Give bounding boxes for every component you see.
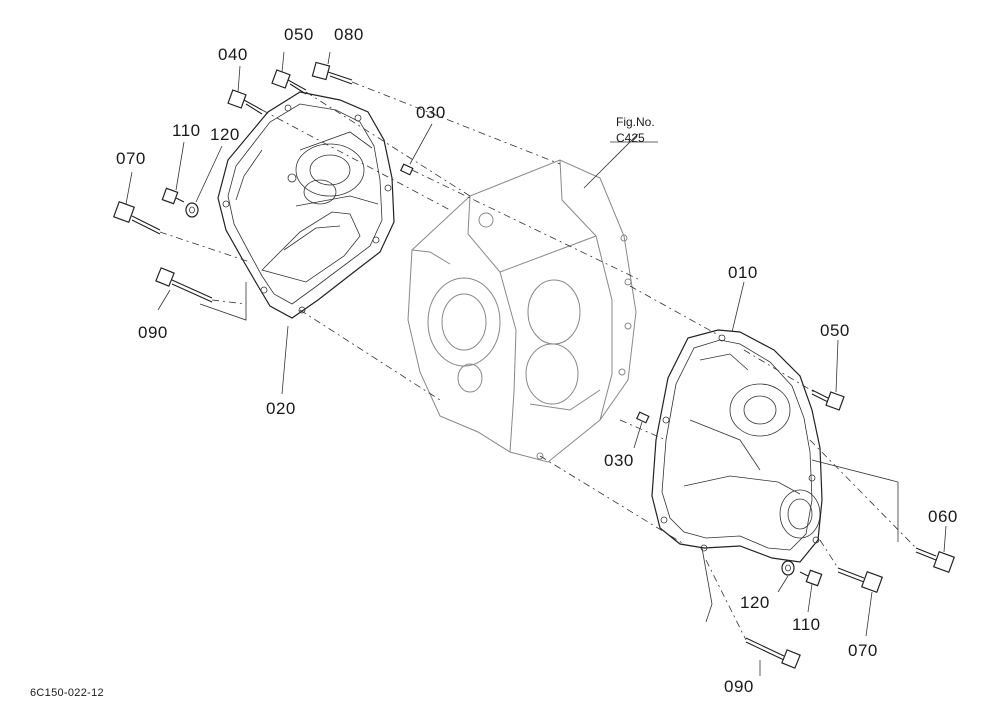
callout-060: 060 [928, 507, 958, 526]
callout-050-right: 050 [820, 321, 850, 340]
bolt-090-right [745, 637, 801, 669]
bolt-050-left [271, 69, 307, 95]
callout-080: 080 [334, 25, 364, 44]
pin-030-top [399, 163, 414, 176]
bolt-110-right [799, 569, 823, 587]
center-lines [159, 81, 917, 641]
callout-120-left: 120 [210, 125, 240, 144]
bolt-070-right [837, 567, 884, 594]
center-housing [407, 159, 637, 463]
washer-120-right [781, 560, 795, 576]
bolt-080 [311, 61, 353, 85]
callout-090-right: 090 [724, 677, 754, 696]
callout-030-mid: 030 [604, 451, 634, 470]
callout-120-right: 120 [740, 593, 770, 612]
leader-lines [125, 51, 947, 676]
left-cover-020 [217, 91, 395, 319]
bolt-050-right [811, 389, 845, 411]
callout-050-top: 050 [284, 25, 314, 44]
fig-ref-label: Fig.No. [616, 115, 655, 129]
callout-010: 010 [728, 263, 758, 282]
callout-110-left: 110 [172, 121, 201, 140]
bolt-110-left [161, 187, 185, 205]
drawing-code: 6C150-022-12 [30, 687, 104, 699]
bracket-lines [199, 282, 899, 623]
bolt-040 [227, 89, 263, 115]
bolt-090-left [155, 267, 213, 303]
callout-020: 020 [266, 399, 296, 418]
pin-030-mid [635, 411, 650, 424]
callout-090-left: 090 [138, 323, 168, 342]
callout-070-right: 070 [848, 641, 878, 660]
callout-040: 040 [218, 45, 248, 64]
fig-ref-number: C425 [616, 131, 645, 145]
callout-030-top: 030 [416, 103, 446, 122]
right-cover-010 [651, 329, 823, 563]
callout-110-right: 110 [792, 615, 821, 634]
bolt-070-left [112, 200, 161, 235]
washer-120-left [185, 202, 199, 218]
callout-070-left: 070 [116, 149, 146, 168]
bolt-060 [915, 547, 956, 574]
